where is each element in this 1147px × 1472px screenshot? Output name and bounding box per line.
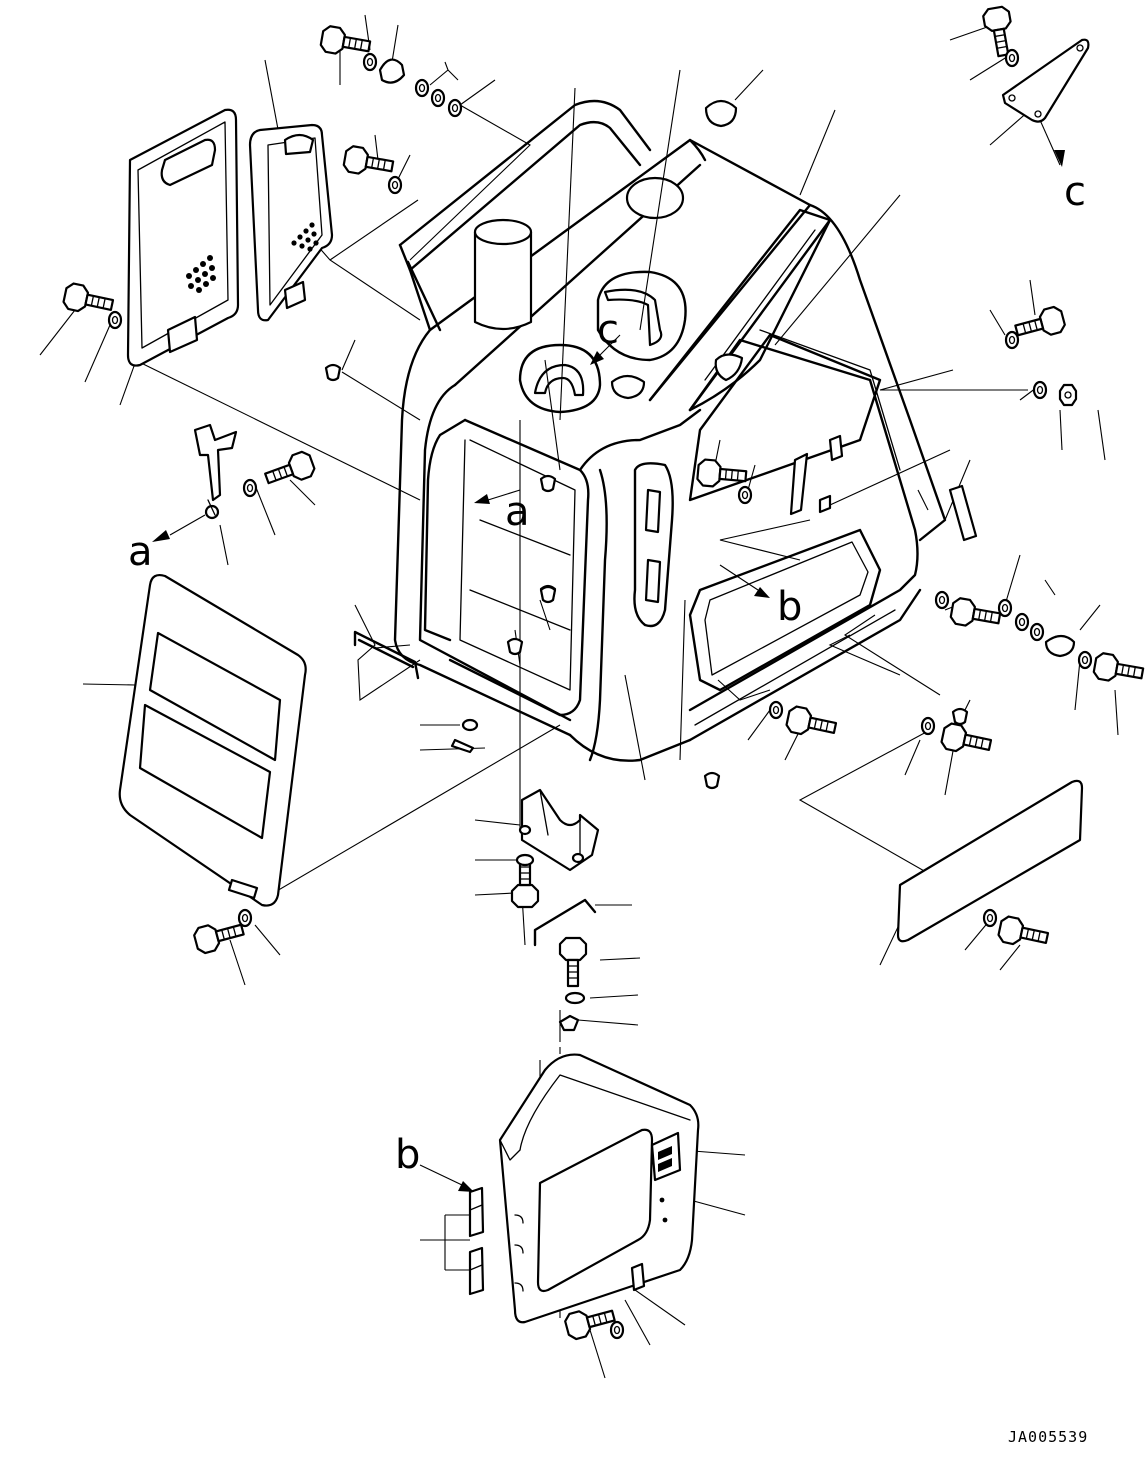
lower-side-cover — [498, 1053, 700, 1324]
side-plate — [896, 779, 1084, 943]
leader-lines — [39, 14, 1119, 1379]
washers — [107, 52, 1093, 1340]
bracket-a — [193, 423, 238, 520]
rod — [533, 898, 597, 947]
drawing-code: JA005539 — [1008, 1428, 1088, 1446]
front-panel — [118, 573, 307, 907]
triangle-plate — [1001, 38, 1090, 167]
callout-arrows — [152, 334, 770, 1192]
inner-hatch-plate — [248, 123, 334, 322]
vent-holes-left — [186, 255, 216, 293]
callout-a-top: a — [505, 489, 530, 535]
cab-frame — [393, 99, 947, 762]
callout-b-top: b — [777, 584, 802, 630]
u-bolt — [353, 630, 420, 680]
callout-c-side: c — [1064, 169, 1086, 215]
callout-a-side: a — [128, 529, 153, 575]
clip-b-upper — [468, 1186, 485, 1238]
vent-holes-inner — [291, 222, 319, 252]
clip-b-lower — [468, 1246, 485, 1296]
bottom-bracket — [518, 788, 600, 872]
callout-b-side: b — [395, 1132, 420, 1178]
top-right-washer — [1004, 48, 1020, 68]
callout-c-top: c — [597, 307, 619, 353]
left-hatch-cover — [126, 108, 240, 367]
nuts-and-grommets — [324, 58, 1078, 1292]
